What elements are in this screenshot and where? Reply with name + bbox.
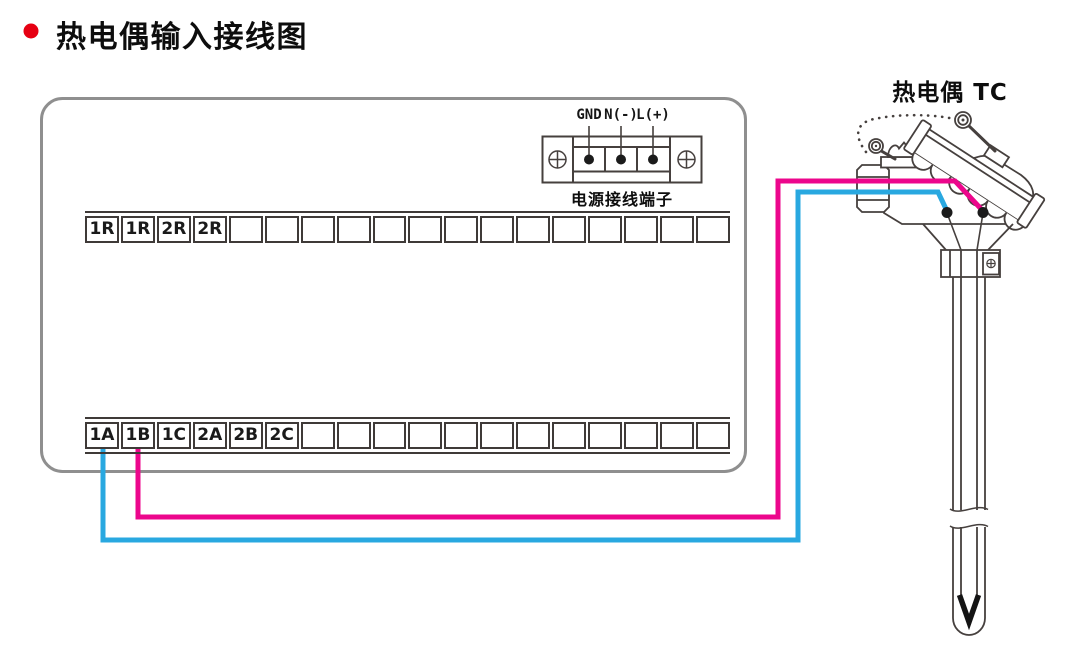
tube-break-line: [949, 506, 989, 512]
thermocouple-junction-v: [956, 594, 982, 631]
neck-cone: [922, 223, 1014, 251]
terminal-cell: [695, 216, 730, 243]
thermocouple-positive-wire: [135, 178, 985, 520]
internal-lead-lines: [946, 212, 984, 251]
terminal-cell: 2A: [192, 422, 227, 449]
terminal-cell: [336, 216, 371, 243]
terminal-cell: [408, 422, 443, 449]
head-terminal-dot: [941, 207, 953, 218]
screw-icon: [677, 150, 696, 169]
terminal-cell: [516, 216, 551, 243]
thermocouple-negative-wire: [100, 189, 950, 543]
mounting-collar: [940, 249, 1001, 278]
thermocouple-cap: [903, 119, 1046, 231]
protection-tube: [949, 250, 989, 636]
terminal-cell: [300, 422, 335, 449]
page-title: 热电偶输入接线图: [56, 20, 308, 55]
terminal-cell: [444, 216, 479, 243]
terminal-cell: 2C: [264, 422, 299, 449]
cable-gland-fitting: [856, 164, 890, 213]
terminal-cell: 2B: [228, 422, 263, 449]
cap-chain-dotted: [856, 113, 956, 154]
power-terminal-dots: [584, 154, 658, 165]
eye-screw-icon: [954, 111, 997, 153]
terminal-cell: [444, 422, 479, 449]
terminal-cell: [588, 216, 623, 243]
strip-top-band: [85, 417, 730, 422]
screw-icon: [548, 150, 567, 169]
power-terminal-block: [541, 126, 703, 184]
power-terminal-labels: GND N(-) L(+): [542, 107, 702, 125]
terminal-cell: [552, 422, 587, 449]
terminal-cell: [516, 422, 551, 449]
gnd-label: GND: [576, 107, 602, 123]
terminal-cell: [695, 422, 730, 449]
power-terminal-caption: 电源接线端子: [570, 190, 673, 209]
cap-latch-tab: [982, 144, 1011, 169]
terminal-cell: 1C: [156, 422, 191, 449]
terminal-cell: 1R: [120, 216, 155, 243]
tube-break-line: [949, 523, 989, 529]
terminal-cell: 1A: [85, 422, 119, 449]
terminal-cell: [624, 216, 658, 243]
terminal-cell: [336, 422, 371, 449]
terminal-cell: [624, 422, 658, 449]
terminal-cell: 1B: [120, 422, 155, 449]
thermocouple-drawing: [856, 111, 1046, 636]
terminal-cell: [660, 422, 694, 449]
line-label: L(+): [636, 107, 670, 123]
terminal-cell: [552, 216, 587, 243]
terminal-cell: [372, 422, 407, 449]
terminal-cell: [228, 216, 263, 243]
terminal-cell: [480, 216, 515, 243]
terminal-cell: 1R: [85, 216, 119, 243]
title-bullet-icon: [23, 23, 39, 39]
terminal-cell: [408, 216, 443, 243]
strip-bottom-band: [85, 449, 730, 454]
terminal-cell: 2R: [192, 216, 227, 243]
thermocouple-label: 热电偶 TC: [892, 80, 1008, 106]
terminal-cell: [300, 216, 335, 243]
strip-top-band: [85, 211, 730, 216]
head-terminal-dot: [977, 207, 989, 218]
eye-screw-icon: [868, 138, 897, 161]
terminal-cell: [264, 216, 299, 243]
terminal-cell: [372, 216, 407, 243]
neutral-label: N(-): [604, 107, 638, 123]
terminal-cell: [480, 422, 515, 449]
label-leader-lines: [588, 126, 654, 155]
terminal-cell: [588, 422, 623, 449]
terminal-cell: 2R: [156, 216, 191, 243]
instrument-panel-outline: [40, 97, 747, 473]
terminal-cell: [660, 216, 694, 243]
